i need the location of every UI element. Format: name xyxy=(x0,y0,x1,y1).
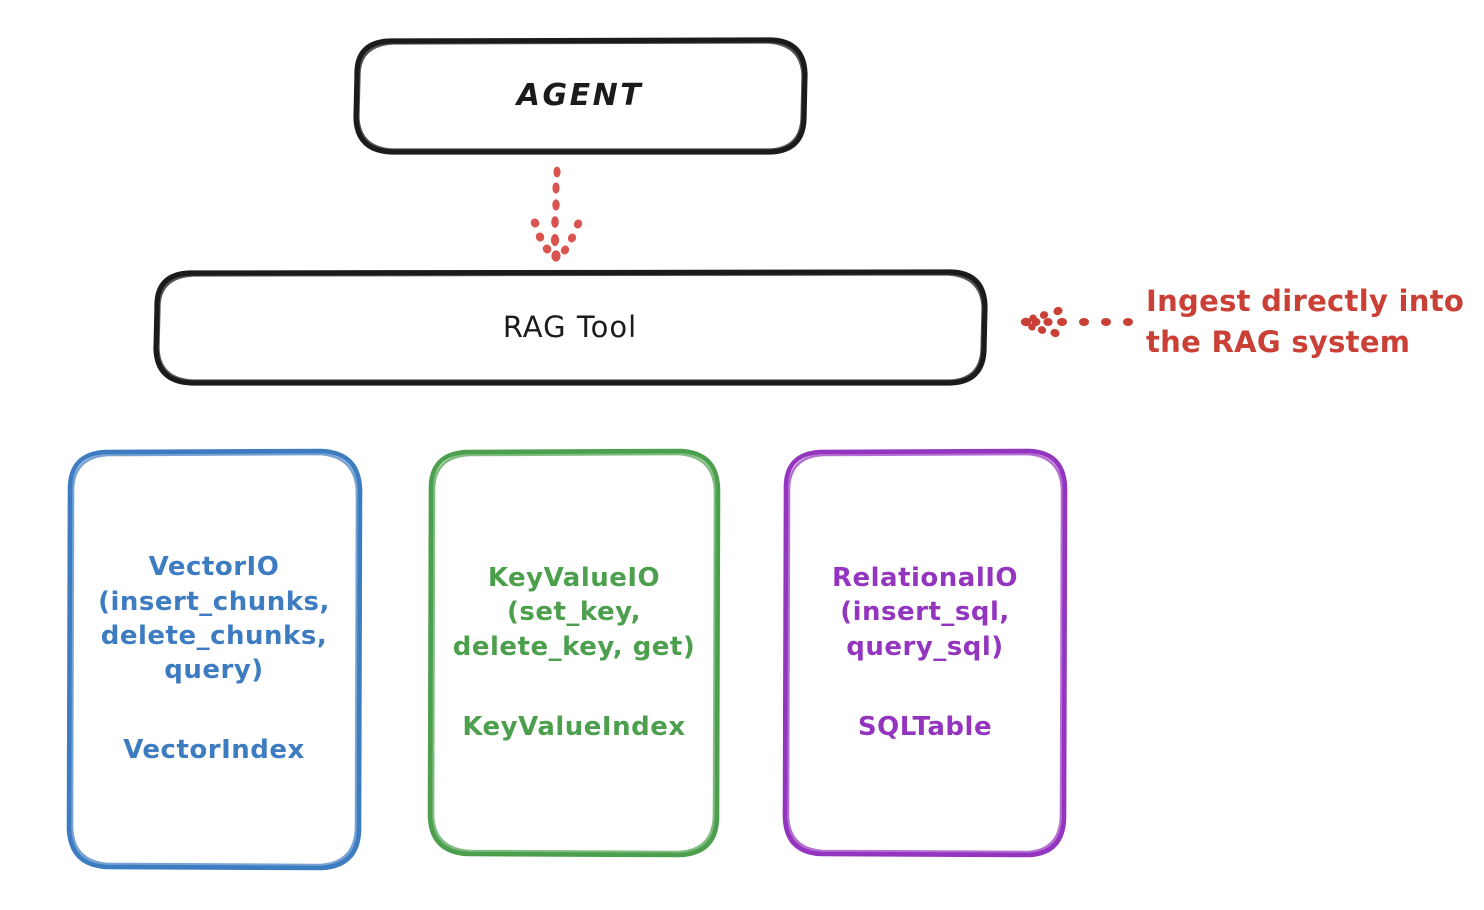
relational-store-box-shape xyxy=(782,448,1068,858)
rag-tool-node-label: RAG Tool xyxy=(502,310,638,345)
agent-node-label: AGENT xyxy=(516,78,644,114)
vector-store-api-label: VectorIO (insert_chunks, delete_chunks, … xyxy=(98,552,330,686)
relational-store-index-label: SQLTable xyxy=(857,711,993,742)
vector-store-node: VectorIO (insert_chunks, delete_chunks, … xyxy=(68,450,360,868)
keyvalue-store-index-label: KeyValueIndex xyxy=(462,711,686,742)
relational-store-box-shape-overstroke xyxy=(786,452,1064,854)
relational-store-node: RelationalIO (insert_sql, query_sql) SQL… xyxy=(785,450,1065,855)
agent-box-shape xyxy=(353,37,808,155)
keyvalue-store-api-label: KeyValueIO (set_key, delete_key, get) xyxy=(452,562,696,662)
ingest-dotted-arrow xyxy=(1020,306,1133,338)
agent-to-rag-dotted-arrow xyxy=(530,166,583,262)
vector-store-box-shape xyxy=(66,448,363,871)
rag-tool-box-shape-overstroke xyxy=(156,272,985,383)
keyvalue-store-node: KeyValueIO (set_key, delete_key, get) Ke… xyxy=(430,450,718,855)
agent-box-shape-overstroke xyxy=(356,40,805,152)
keyvalue-store-box-shape xyxy=(427,448,721,858)
rag-tool-box-shape xyxy=(153,269,988,386)
keyvalue-store-box-shape-overstroke xyxy=(431,452,717,854)
relational-store-api-label: RelationalIO (insert_sql, query_sql) xyxy=(831,562,1019,662)
vector-store-index-label: VectorIndex xyxy=(123,735,305,766)
ingest-annotation-label: Ingest directly into the RAG system xyxy=(1146,284,1465,360)
vector-store-box-shape-overstroke xyxy=(70,452,359,867)
